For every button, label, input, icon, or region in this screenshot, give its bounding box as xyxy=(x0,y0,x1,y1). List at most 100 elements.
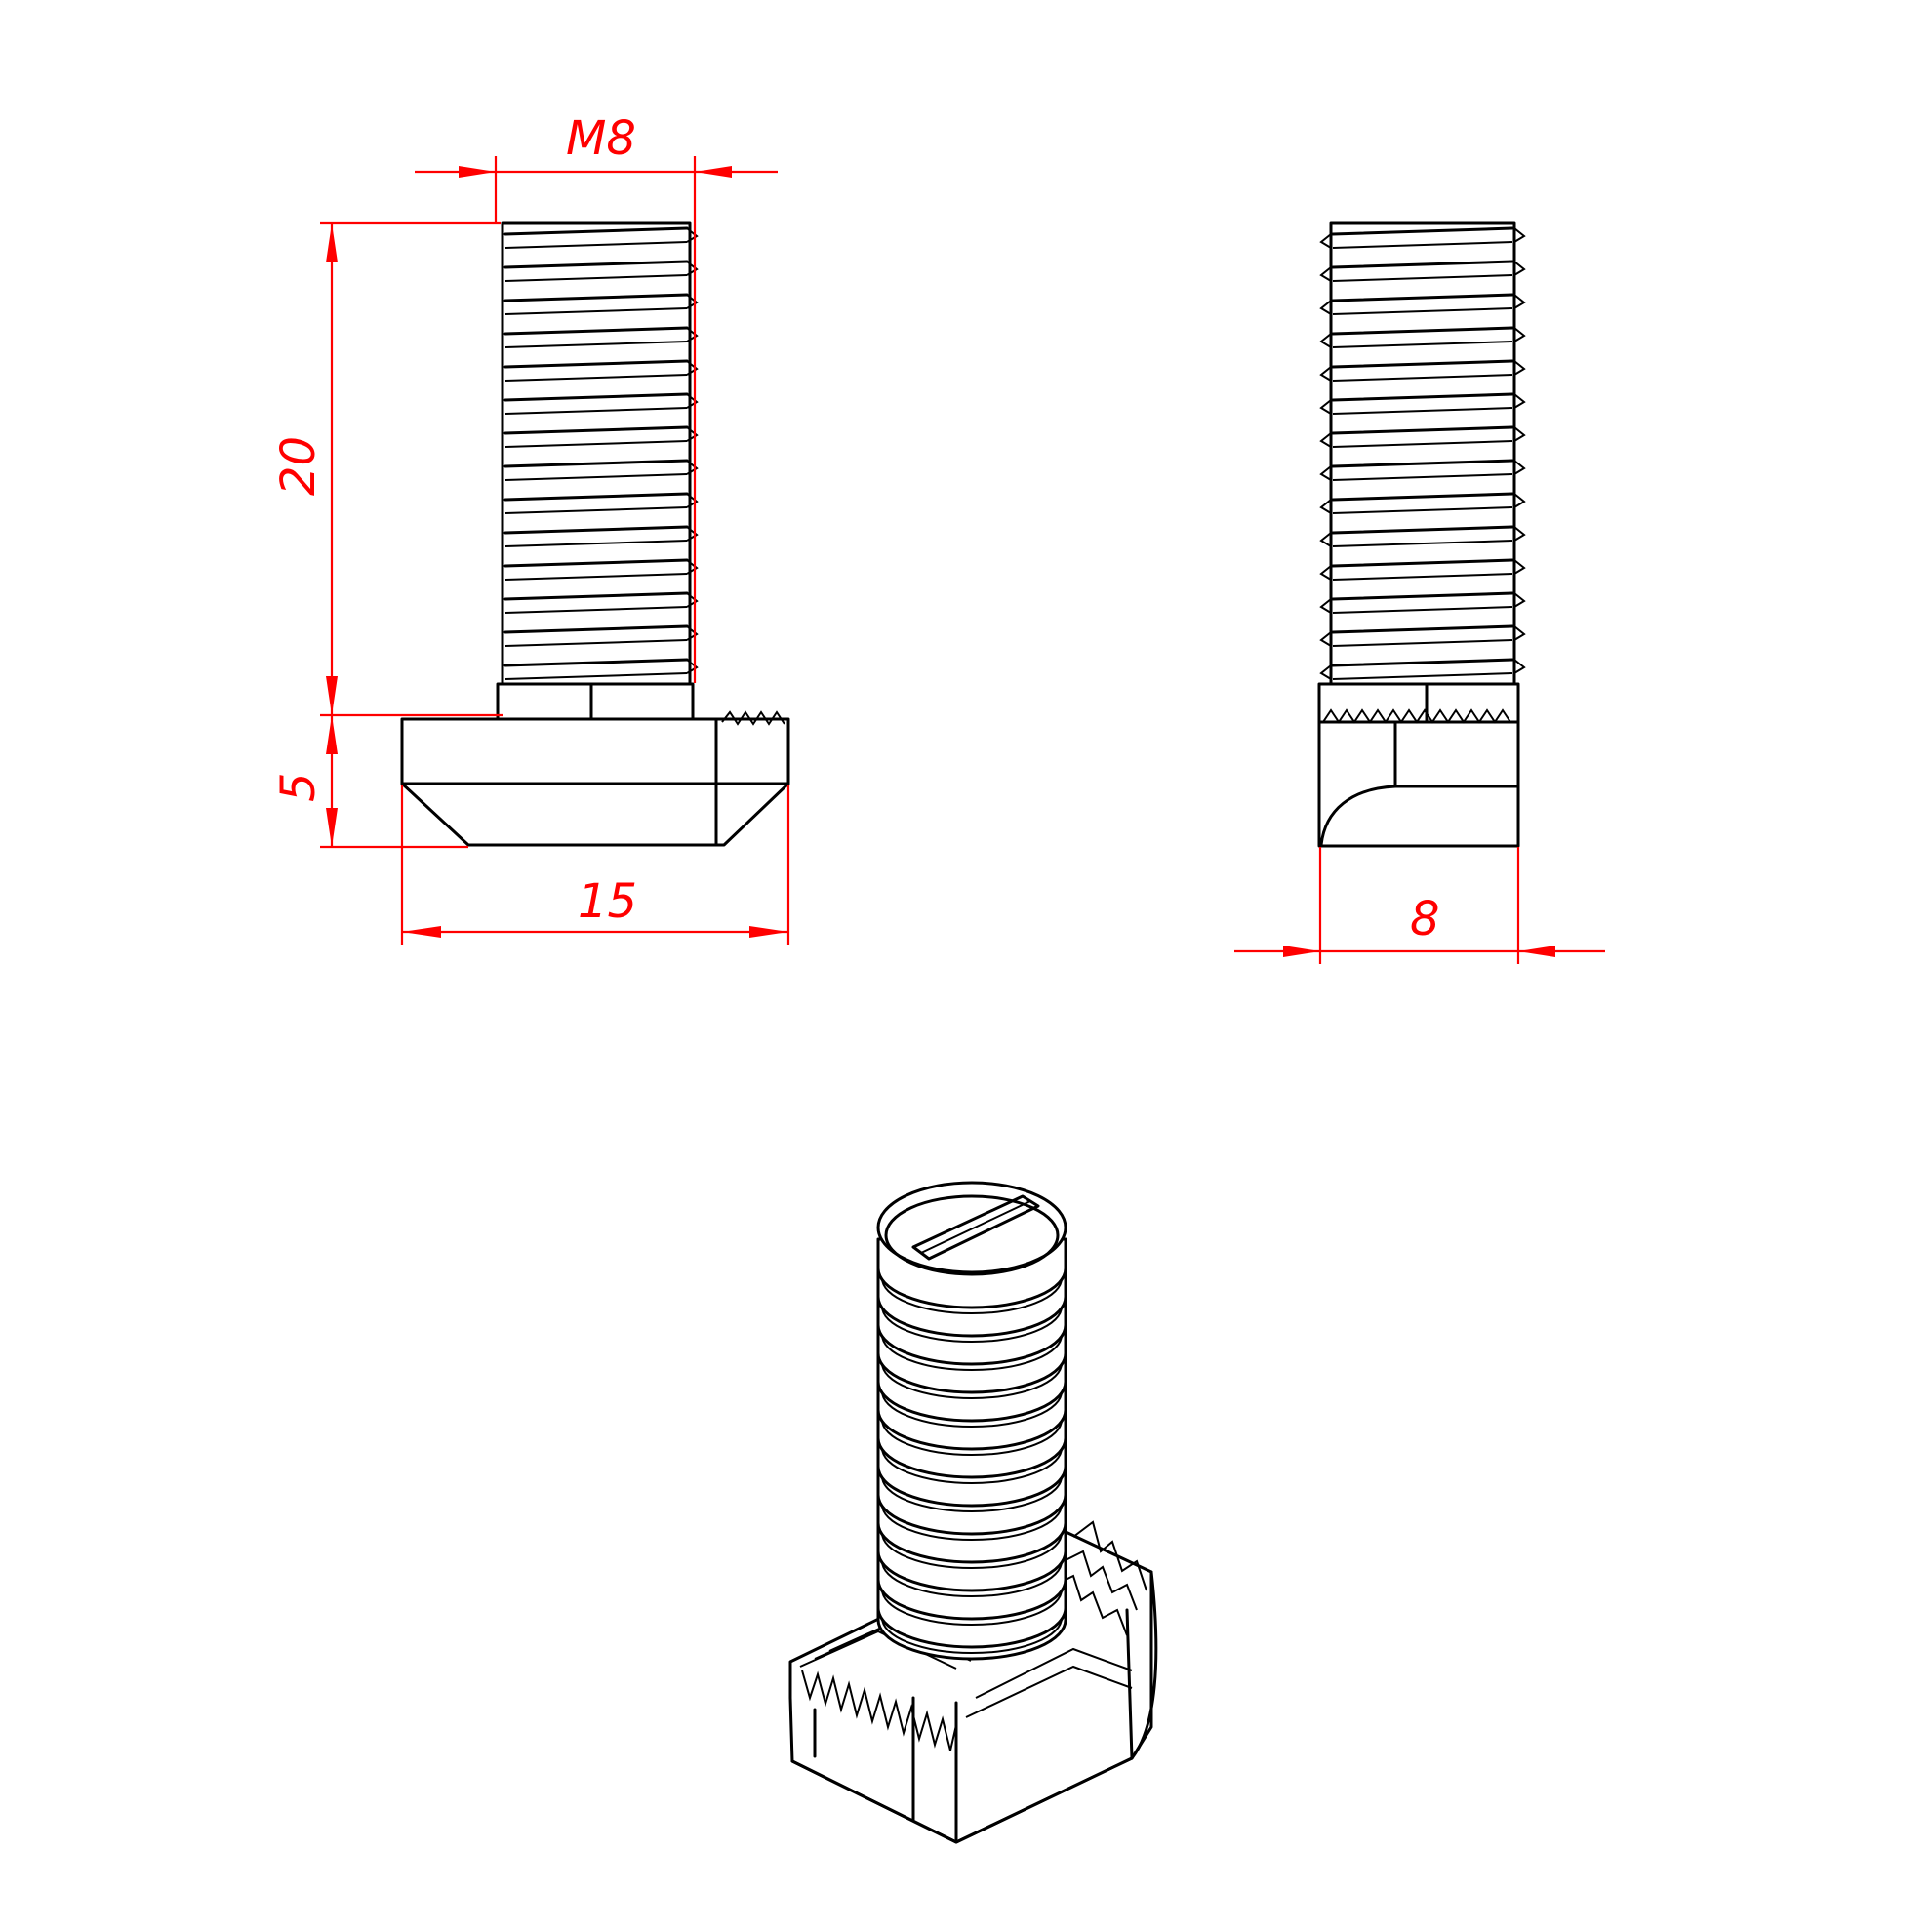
thread-root-line xyxy=(1332,506,1513,514)
thread-tooth xyxy=(1513,460,1526,475)
thread-tooth xyxy=(686,261,699,276)
thread-tooth xyxy=(1513,327,1526,342)
thread-root-line xyxy=(1332,473,1513,481)
thread-crest-line xyxy=(1331,525,1514,535)
thread-crest-line xyxy=(1331,459,1514,468)
thread-ring xyxy=(881,1306,1063,1343)
thread-ring xyxy=(876,1323,1067,1366)
dimension-head-height-label: 5 xyxy=(271,772,326,802)
thread-ring xyxy=(881,1617,1063,1654)
thread-crest-line xyxy=(1331,260,1514,269)
thread-root-line xyxy=(504,241,688,249)
thread-tooth xyxy=(1319,631,1332,647)
thread-ring xyxy=(881,1475,1063,1512)
dimension-head-depth-label: 8 xyxy=(1410,892,1440,946)
front-view: M8 20 5 15 xyxy=(271,111,790,945)
thread-tooth xyxy=(1319,233,1332,249)
dimension-thread-length: 20 xyxy=(271,221,503,717)
dimension-head-width-label: 15 xyxy=(578,874,637,929)
thread-tooth xyxy=(1319,532,1332,547)
thread-tooth xyxy=(1513,393,1526,409)
thread-tooth xyxy=(686,393,699,409)
thread-ring xyxy=(876,1408,1067,1451)
thread-tooth xyxy=(1319,664,1332,680)
front-view-neck xyxy=(496,682,695,721)
thread-crest-line xyxy=(1331,226,1514,236)
thread-root-line xyxy=(504,374,688,382)
thread-root-line xyxy=(1332,639,1513,647)
thread-ring xyxy=(876,1295,1067,1338)
thread-ring xyxy=(881,1560,1063,1597)
thread-tooth xyxy=(686,426,699,442)
thread-ring xyxy=(876,1436,1067,1479)
thread-root-line xyxy=(1332,274,1513,282)
thread-tooth xyxy=(686,625,699,641)
thread-crest-line xyxy=(1331,591,1514,601)
thread-tooth xyxy=(1319,565,1332,581)
dimension-thread-diameter-label: M8 xyxy=(566,111,636,166)
dimension-head-depth: 8 xyxy=(1234,847,1605,964)
thread-crest-line xyxy=(1331,326,1514,336)
thread-tooth xyxy=(1513,559,1526,575)
thread-tooth xyxy=(1513,592,1526,608)
thread-crest-line xyxy=(503,260,689,269)
thread-ring xyxy=(876,1578,1067,1621)
front-view-thread xyxy=(501,221,699,686)
thread-crest-line xyxy=(503,624,689,634)
thread-crest-line xyxy=(503,392,689,402)
thread-crest-line xyxy=(503,425,689,435)
thread-tooth xyxy=(686,659,699,674)
thread-crest-line xyxy=(503,226,689,236)
thread-tooth xyxy=(686,526,699,542)
thread-tooth xyxy=(686,294,699,309)
thread-tooth xyxy=(1513,426,1526,442)
thread-tooth xyxy=(1513,493,1526,508)
thread-root-line xyxy=(504,540,688,547)
thread-ring xyxy=(881,1334,1063,1371)
thread-tooth xyxy=(1513,294,1526,309)
dimension-thread-length-label: 20 xyxy=(271,436,326,496)
thread-ring xyxy=(881,1504,1063,1541)
thread-root-line xyxy=(1332,672,1513,680)
thread-tooth xyxy=(1513,625,1526,641)
thread-root-line xyxy=(1332,341,1513,348)
thread-ring xyxy=(876,1550,1067,1592)
thread-crest-line xyxy=(1331,293,1514,302)
thread-tooth xyxy=(686,460,699,475)
thread-ring xyxy=(881,1277,1063,1314)
thread-crest-line xyxy=(503,591,689,601)
thread-crest-line xyxy=(1331,558,1514,568)
thread-crest-line xyxy=(503,492,689,502)
thread-root-line xyxy=(1332,440,1513,448)
thread-crest-line xyxy=(503,359,689,369)
thread-tooth xyxy=(1319,399,1332,415)
thread-ring xyxy=(876,1465,1067,1508)
thread-tooth xyxy=(1319,598,1332,614)
thread-crest-line xyxy=(1331,492,1514,502)
thread-root-line xyxy=(1332,573,1513,581)
isometric-view xyxy=(788,1181,1158,1844)
thread-tooth xyxy=(686,559,699,575)
thread-root-line xyxy=(1332,241,1513,249)
thread-tooth xyxy=(1319,300,1332,315)
thread-tooth xyxy=(686,493,699,508)
thread-tooth xyxy=(1319,266,1332,282)
thread-crest-line xyxy=(503,558,689,568)
thread-tooth xyxy=(1319,432,1332,448)
thread-root-line xyxy=(1332,606,1513,614)
dimension-thread-diameter: M8 xyxy=(415,111,778,683)
thread-ring xyxy=(876,1606,1067,1649)
side-view: 8 xyxy=(1234,221,1605,964)
thread-tooth xyxy=(686,327,699,342)
thread-tooth xyxy=(686,227,699,243)
thread-tooth xyxy=(1513,227,1526,243)
thread-tooth xyxy=(1513,659,1526,674)
thread-crest-line xyxy=(1331,658,1514,667)
thread-crest-line xyxy=(503,459,689,468)
thread-root-line xyxy=(504,407,688,415)
thread-ring xyxy=(876,1493,1067,1536)
thread-root-line xyxy=(504,606,688,614)
side-view-thread xyxy=(1319,221,1526,686)
front-view-head xyxy=(400,710,790,847)
thread-root-line xyxy=(1332,407,1513,415)
